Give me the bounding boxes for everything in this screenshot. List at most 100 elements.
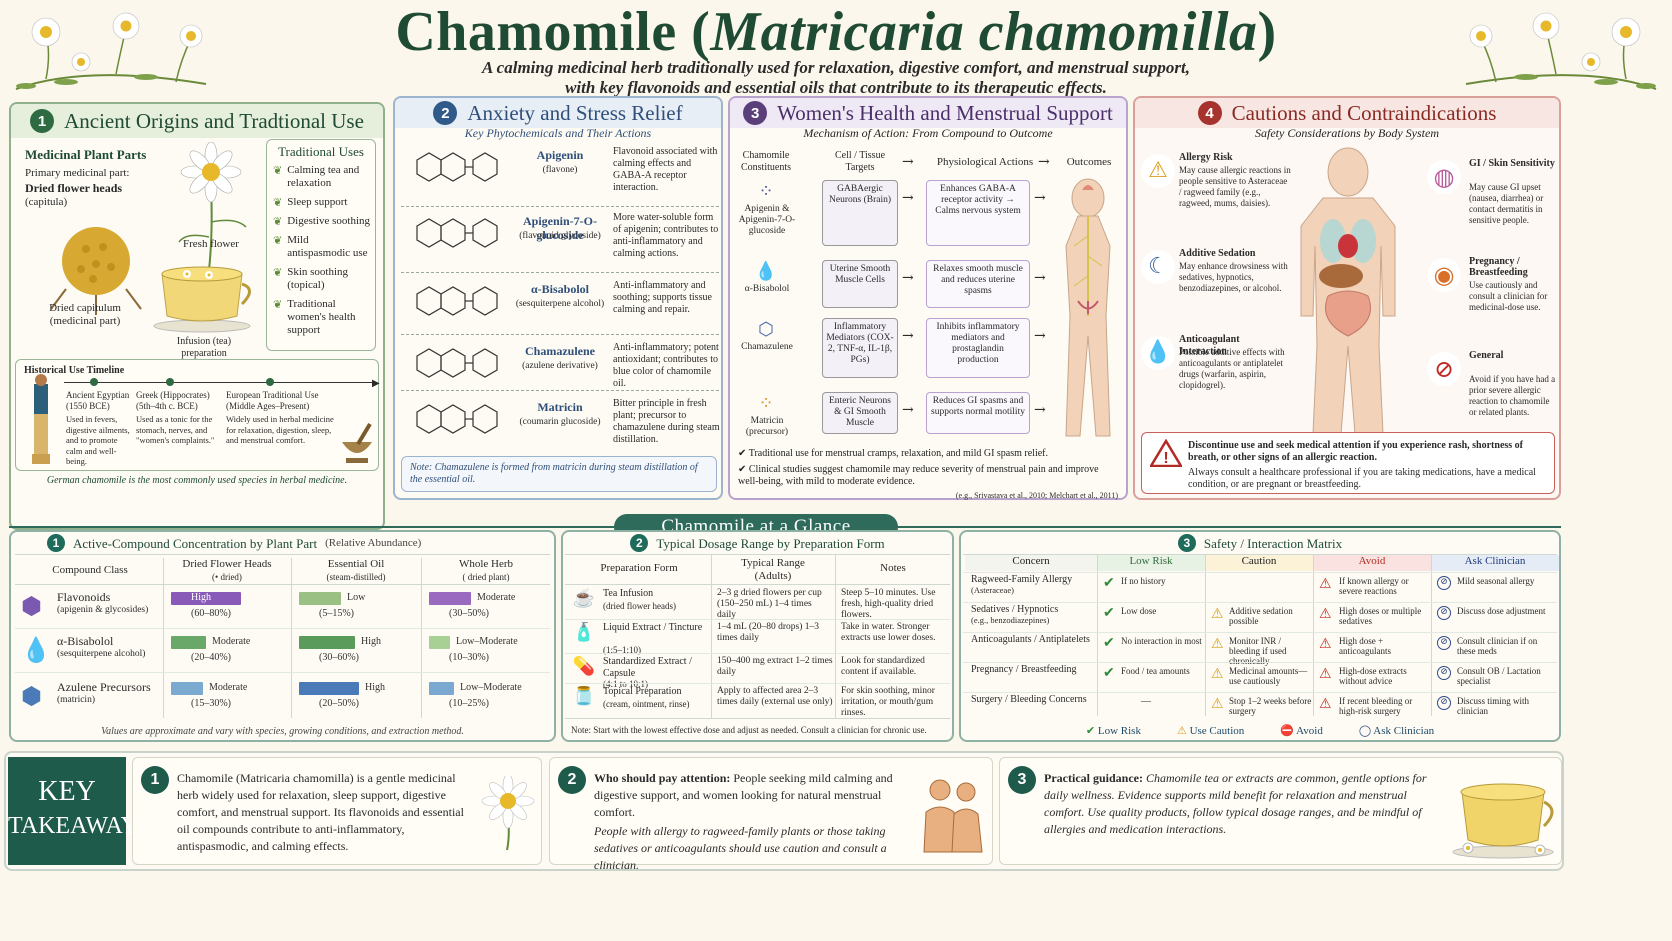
- col-header-outcomes: Outcomes: [1066, 156, 1112, 168]
- caution-title: Pregnancy / Breastfeeding: [1469, 256, 1528, 278]
- avoid-text: High-dose extracts without advice: [1339, 666, 1407, 686]
- stomach-icon: ◍: [1427, 160, 1461, 194]
- g1-number: 1: [47, 534, 65, 552]
- herb-leaf-icon: ❦: [273, 164, 283, 177]
- allergy-warning-icon: ⚠: [1141, 154, 1175, 188]
- concentration-range: (10–25%): [449, 698, 489, 709]
- avoid-icon: ⚠: [1319, 696, 1332, 712]
- preparation-form: Liquid Extract / Tincture: [603, 622, 703, 633]
- panel-3-notes: ✔ Traditional use for menstrual cramps, …: [738, 448, 1118, 502]
- compound-description: Anti-inflammatory and soothing; supports…: [613, 280, 712, 315]
- traditional-use-label: Sleep support: [287, 196, 348, 208]
- caution-icon: ⚠: [1211, 666, 1224, 682]
- target-label: Uterine Smooth Muscle Cells: [829, 264, 891, 285]
- takeaway-number: 2: [558, 766, 586, 794]
- panel-4-header: 4 Cautions and Contraindications: [1135, 98, 1559, 128]
- concentration-bar: [171, 636, 206, 649]
- panel-4-title: Cautions and Contraindications: [1231, 100, 1497, 125]
- target-box: Inflammatory Mediators (COX-2, TNF-α, IL…: [822, 318, 898, 378]
- concentration-level: Low: [347, 592, 366, 603]
- egyptian-figure-icon: [32, 374, 50, 464]
- compound-name: Apigenin: [536, 148, 584, 162]
- traditional-use-label: Digestive soothing: [287, 215, 371, 227]
- compound-class: (flavone): [542, 165, 578, 175]
- compound-class: (flavonoid glycoside): [519, 231, 601, 241]
- timeline-date: (5th–4th c. BCE): [136, 401, 198, 411]
- concentration-range: (5–15%): [319, 608, 354, 619]
- caution-icon: ⚠: [1176, 725, 1187, 737]
- g1-column-title: Compound Class: [52, 564, 128, 576]
- concentration-level: High: [361, 636, 381, 647]
- check-icon: ✔: [738, 464, 747, 475]
- caution-title: Allergy Risk: [1179, 152, 1233, 163]
- takeaway-text-2: Who should pay attention: People seeking…: [594, 770, 914, 874]
- concentration-bar: [299, 592, 341, 605]
- tea-cup-icon: [1452, 783, 1554, 859]
- ask-clinician-text: Consult clinician if on these meds: [1457, 636, 1538, 656]
- dried-capitulum-label: Dried capitulum: [49, 302, 121, 314]
- note-text-1: Traditional use for menstrual cramps, re…: [748, 448, 1048, 459]
- timeline-date: (1550 BCE): [66, 401, 110, 411]
- timeline-era: Ancient Egyptian: [66, 390, 130, 400]
- panel-2-header: 2 Anxiety and Stress Relief: [395, 98, 721, 128]
- g2-column-header: Preparation Form: [600, 562, 678, 574]
- compound-class-sub: (sesquiterpene alcohol): [57, 649, 146, 659]
- constituent-icon: ⁘: [758, 393, 774, 414]
- g2-title: Typical Dosage Range by Preparation Form: [656, 535, 885, 551]
- g3-column-header: Concern: [965, 555, 1097, 571]
- traditional-use-item: ❦Digestive soothing: [273, 215, 371, 228]
- g1-title-suffix: (Relative Abundance): [325, 536, 422, 549]
- caution-text: Use cautiously and consult a clinician f…: [1469, 280, 1548, 312]
- takeaways-label: TAKEAWAYS: [8, 813, 152, 839]
- g3-column-header: Caution: [1205, 555, 1313, 571]
- g3-column-divider: [1097, 554, 1098, 716]
- traditional-uses-title: Traditional Uses: [278, 144, 364, 159]
- action-label: Inhibits inflammatory mediators and pros…: [936, 322, 1020, 365]
- molecule-structure-icon: [416, 152, 498, 182]
- molecule-structure-icon: [416, 286, 498, 316]
- col-header-actions: Physiological Actions: [936, 156, 1034, 168]
- action-box: Inhibits inflammatory mediators and pros…: [926, 318, 1030, 378]
- target-box: GABAergic Neurons (Brain): [822, 180, 898, 246]
- legend-low-risk: ✔ Low Risk: [1086, 725, 1141, 738]
- herb-leaf-icon: ❦: [273, 196, 283, 209]
- phytochemical-row: Chamazulene(azulene derivative)Anti-infl…: [395, 338, 725, 398]
- clinician-icon: ⊘: [1437, 606, 1451, 620]
- avoid-icon: ⚠: [1319, 576, 1332, 592]
- preparation-form: Topical Preparation: [603, 686, 682, 697]
- arrow-icon: →: [1038, 154, 1050, 170]
- compound-class-icon: ⬢: [21, 682, 42, 710]
- panel-cautions: 4 Cautions and Contraindications Safety …: [1133, 96, 1561, 500]
- subtitle-line-2: with key flavonoids and essential oils t…: [565, 78, 1107, 97]
- chamomile-flowers-illustration-right: [1465, 12, 1657, 90]
- concern-name: Anticoagulants / Antiplatelets: [971, 634, 1090, 645]
- arrow-icon: →: [1034, 328, 1046, 344]
- fresh-flower-caption: Fresh flower: [183, 238, 239, 250]
- compound-class-name: α-Bisabolol: [57, 634, 114, 648]
- takeaway-text-1: Chamomile (Matricaria chamomilla) is a g…: [177, 771, 464, 853]
- page-subtitle: A calming medicinal herb traditionally u…: [360, 58, 1312, 98]
- dried-capitulum-caption: Dried capitulum (medicinal part): [35, 302, 135, 328]
- g1-column-sub: ( dried plant): [462, 572, 510, 582]
- capsule-icon: 💊: [572, 656, 596, 677]
- g2-header: 2 Typical Dosage Range by Preparation Fo…: [563, 532, 952, 554]
- molecule-structure-icon: [416, 348, 498, 378]
- chamazulene-note: Note: Chamazulene is formed from matrici…: [410, 462, 698, 485]
- herb-leaf-icon: ❦: [273, 298, 283, 311]
- panel-dosage: 2 Typical Dosage Range by Preparation Fo…: [561, 530, 954, 742]
- panel-2-number: 2: [433, 101, 458, 125]
- clinician-icon: ⊘: [1437, 696, 1451, 710]
- panel-4-subtitle: Safety Considerations by Body System: [1255, 126, 1439, 140]
- takeaway-item-1: 1 Chamomile (Matricaria chamomilla) is a…: [132, 757, 542, 865]
- concentration-range: (20–50%): [319, 698, 359, 709]
- legend-avoid: ⛔ Avoid: [1280, 725, 1323, 738]
- g2-column-divider: [711, 554, 712, 718]
- timeline-text: Used in fevers, digestive ailments, and …: [66, 414, 130, 466]
- timeline-text: Used as a tonic for the stomach, nerves,…: [136, 414, 215, 445]
- timeline-entry: Greek (Hippocrates)(5th–4th c. BCE)Used …: [136, 390, 224, 446]
- concentration-bar: [429, 592, 471, 605]
- infusion-label: Infusion (tea): [176, 336, 232, 347]
- g3-column-divider: [1313, 554, 1314, 716]
- legend-label: Avoid: [1296, 725, 1323, 737]
- g1-column-header: Dried Flower Heads(• dried): [163, 558, 291, 583]
